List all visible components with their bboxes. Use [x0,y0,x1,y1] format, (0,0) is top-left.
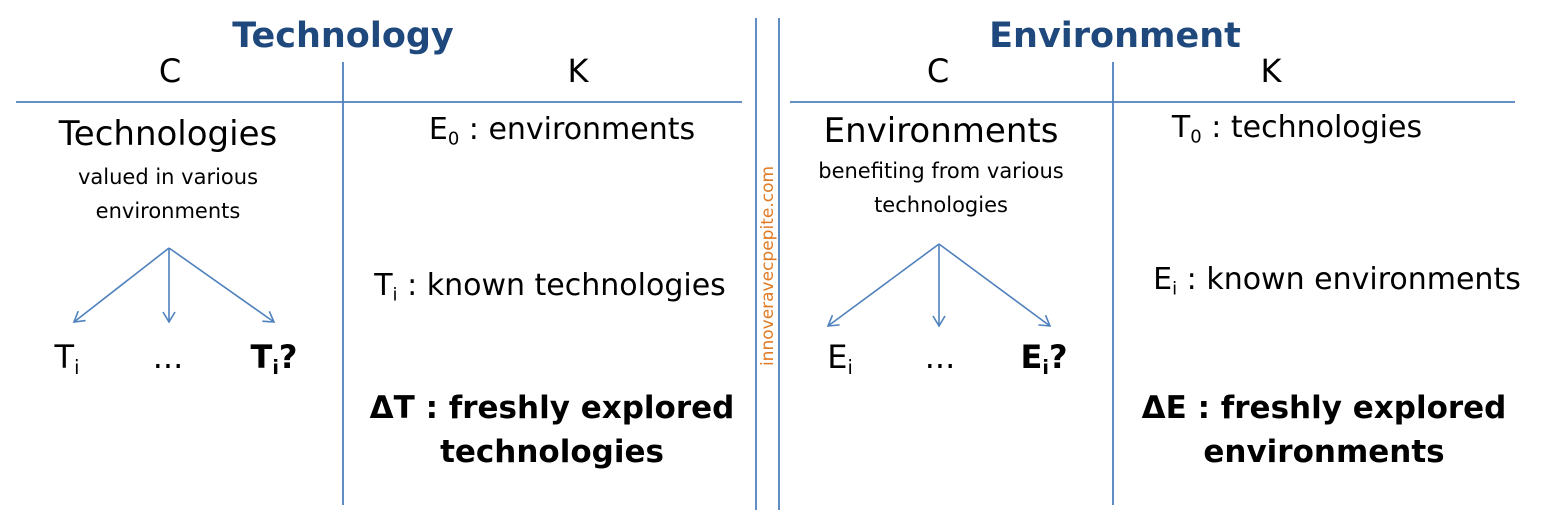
watermark-text: innoveravecpepite.com [758,165,778,367]
right-leaf-3-suffix: ? [1048,338,1068,376]
right-c-header: C [926,52,950,90]
left-leaf-3-suffix: ? [278,338,298,376]
left-leaf-2: ... [152,338,184,376]
left-c-header: C [158,52,182,90]
left-leaf-1: Ti [55,338,80,379]
right-concept-description: benefiting from various technologies [818,154,1064,222]
left-k-item-3: ΔT : freshly explored technologies [370,386,735,474]
right-k-item-1-base: T [1171,110,1191,145]
left-k-item-3-line-2: technologies [440,434,664,470]
right-leaf-1-sub: i [847,355,853,379]
right-k-item-3-line-2: environments [1203,434,1445,470]
left-k-item-2-sub: i [392,284,398,306]
right-leaf-3: Ei? [1021,338,1068,379]
right-k-item-3-line-1: ΔE : freshly explored [1141,390,1507,426]
right-concept-line-1: benefiting from various [818,159,1064,183]
left-k-header: K [567,52,589,90]
right-k-header: K [1260,52,1282,90]
right-k-item-1-sub: 0 [1190,126,1202,148]
left-leaf-3-base: T [250,338,273,376]
left-concept-title: Technologies [58,114,278,154]
right-k-item-3: ΔE : freshly explored environments [1142,386,1507,474]
left-concept-description: valued in various environments [78,160,258,228]
left-k-item-1-base: E [428,112,448,147]
left-leaf-3-sub: i [272,355,279,379]
right-k-item-1-rest: : technologies [1201,110,1423,145]
right-k-item-2-base: E [1153,262,1173,297]
right-leaf-1-base: E [827,338,848,376]
right-k-item-2-rest: : known environments [1177,262,1521,297]
left-arrow-3 [168,247,276,323]
left-leaf-1-base: T [54,338,75,376]
left-k-item-1-sub: 0 [447,128,460,150]
left-k-item-2-rest: : known technologies [397,268,726,303]
right-k-item-2: Ei : known environments [1153,262,1521,299]
left-k-item-3-line-1: ΔT : freshly explored [369,390,735,426]
right-arrow-1 [826,243,940,327]
right-title: Environment [989,16,1241,56]
right-concept-title: Environments [823,111,1059,151]
left-title: Technology [232,16,454,56]
left-k-item-2-base: T [374,268,393,303]
left-concept-line-2: environments [95,199,241,223]
right-leaf-2: ... [924,338,956,376]
left-k-item-1-rest: : environments [459,112,696,147]
right-leaf-3-base: E [1020,338,1043,376]
right-leaf-1: Ei [827,338,853,379]
right-concept-line-2: technologies [874,193,1008,217]
left-leaf-3: Ti? [251,338,298,379]
right-leaf-3-sub: i [1042,355,1049,379]
left-concept-line-1: valued in various [77,165,259,189]
right-arrow-3 [938,243,1052,327]
left-leaf-1-sub: i [74,355,80,379]
left-k-item-2: Ti : known technologies [374,268,726,305]
right-k-item-1: T0 : technologies [1172,110,1422,147]
left-arrow-1 [72,247,170,323]
left-k-item-1: E0 : environments [429,112,695,149]
right-k-item-2-sub: i [1172,278,1178,300]
